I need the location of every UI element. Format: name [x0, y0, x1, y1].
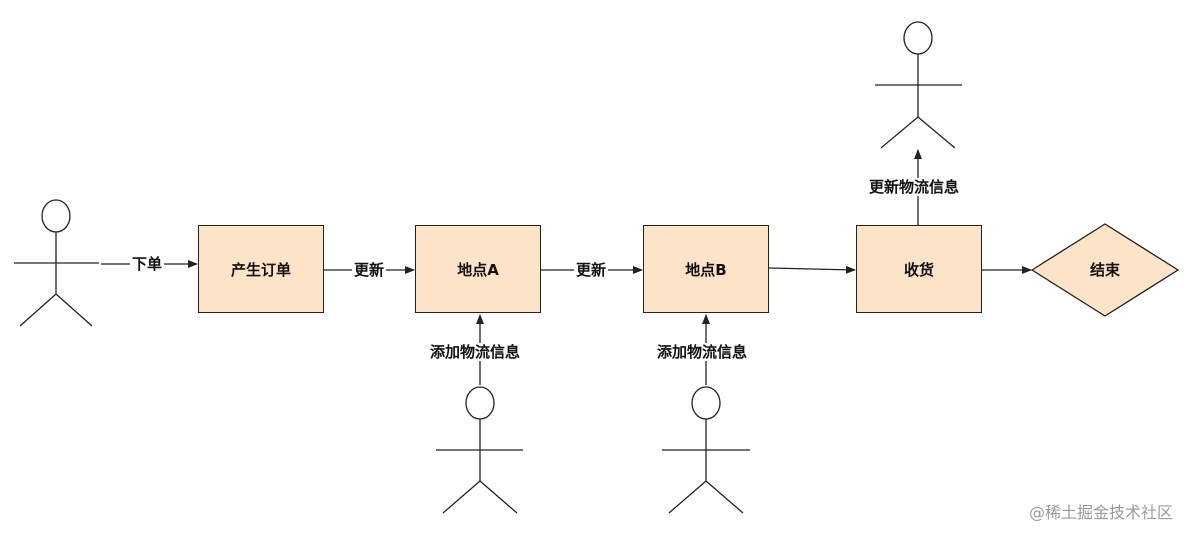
location-b-node: 地点B — [643, 225, 769, 313]
create-order-node: 产生订单 — [198, 225, 324, 313]
location-b-label: 地点B — [685, 260, 727, 279]
b-to-receive-connector — [768, 265, 856, 274]
place-order-edge-label: 下单 — [130, 255, 165, 273]
courier-b-actor-icon — [662, 386, 750, 514]
receive-label: 收货 — [903, 260, 934, 279]
location-a-label: 地点A — [457, 260, 499, 279]
watermark: @稀土掘金技术社区 — [1028, 503, 1173, 522]
add-logistics-b-edge-label: 添加物流信息 — [655, 343, 750, 361]
customer-actor-icon — [14, 199, 99, 327]
end-label: 结束 — [1089, 261, 1120, 279]
location-a-node: 地点A — [415, 225, 541, 313]
receive-node: 收货 — [856, 225, 982, 313]
update-logistics-edge-label: 更新物流信息 — [867, 178, 962, 196]
update-1-edge-label: 更新 — [352, 261, 387, 279]
update-2-edge-label: 更新 — [574, 261, 609, 279]
receiver-actor-icon — [875, 21, 962, 149]
courier-a-actor-icon — [436, 386, 523, 514]
end-diamond — [1030, 223, 1180, 317]
create-order-label: 产生订单 — [230, 260, 291, 279]
add-logistics-a-edge-label: 添加物流信息 — [428, 343, 523, 361]
